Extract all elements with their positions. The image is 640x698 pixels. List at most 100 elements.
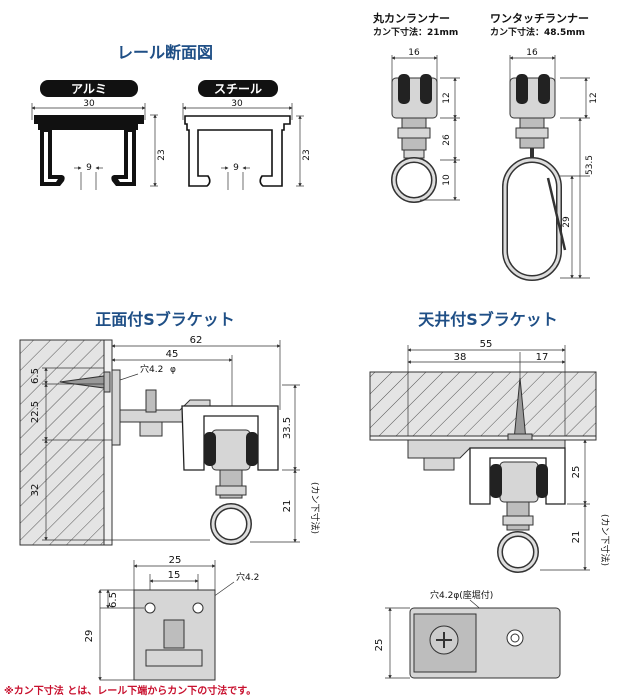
ceiling-plate-h25: 25: [374, 639, 385, 652]
front-bracket-plate: [111, 369, 121, 446]
front-runner-right-wheel: [246, 432, 258, 466]
front-d6-5: 6.5: [30, 368, 41, 384]
round-left-wheel: [398, 74, 410, 104]
front-hole-label: 穴4.2: [140, 363, 163, 375]
round-swivel: [403, 149, 425, 159]
ceiling-bracket-section: 天井付Sブラケット 55 38 17 25 21: [369, 310, 611, 679]
front-plate-d6-5: 6.5: [108, 592, 119, 608]
ceiling-plate-screw-cross: [436, 632, 452, 648]
front-rail: [181, 405, 279, 471]
ceiling-bracket-title: 天井付Sブラケット: [418, 310, 558, 329]
round-ring-inner: [392, 158, 436, 202]
ceiling-plate-hole-inner: [510, 633, 520, 643]
front-wall: [19, 339, 105, 546]
onetouch-d12: 12: [589, 92, 599, 103]
front-plate-detail: 25 15 穴4.2 6.5 29: [84, 555, 259, 681]
onetouch-width-dim: 16: [526, 48, 538, 58]
onetouch-d29: 29: [562, 216, 572, 228]
front-wall-face: [103, 339, 113, 546]
ceiling-plate-detail: 穴4.2φ(座堀付) 25: [374, 589, 561, 679]
steel-width-dim: 30: [231, 99, 243, 109]
steel-label-bar: [198, 80, 278, 97]
front-bracket-section: 正面付Sブラケット 62 45 穴4.2 φ: [19, 310, 321, 681]
ceiling-d38: 38: [454, 352, 467, 363]
onetouch-hook-inner: [503, 158, 561, 280]
onetouch-d53-5: 53.5: [585, 155, 595, 175]
onetouch-right-wheel: [538, 74, 550, 104]
aluminum-height-dim: 23: [157, 149, 167, 160]
round-width-dim: 16: [408, 48, 420, 58]
round-runner-sub: カン下寸法：21mm: [373, 26, 458, 38]
steel-slot-dim: 9: [233, 163, 239, 173]
aluminum-width-dim: 30: [83, 99, 95, 109]
ceiling-d21: 21: [571, 531, 582, 544]
front-runner-left-wheel: [204, 432, 216, 466]
ceiling-runner-nut: [502, 515, 534, 526]
front-d22-5: 22.5: [30, 401, 41, 423]
front-screw-head: [103, 371, 111, 393]
ceiling-d25: 25: [571, 466, 582, 479]
front-plate-hole-left: [144, 602, 156, 614]
aluminum-rail: アルミ 30 9 23: [31, 80, 167, 190]
front-plate-hole-right: [192, 602, 204, 614]
aluminum-rail-profile: [34, 115, 144, 186]
ceiling-d17: 17: [536, 352, 549, 363]
front-d32: 32: [30, 484, 41, 497]
ceiling-d55: 55: [480, 339, 493, 350]
ceiling-plate-hole: 穴4.2φ(座堀付): [430, 589, 493, 601]
ceiling-kan-label: (カン下寸法): [599, 514, 611, 566]
steel-rail-profile: [184, 115, 291, 187]
front-plate-w25: 25: [169, 555, 182, 566]
ceiling-face: [369, 435, 597, 441]
ceiling-runner-body: [499, 461, 539, 503]
onetouch-runner-sub: カン下寸法：48.5mm: [490, 26, 585, 38]
onetouch-runner: 16 12 53.5 29: [502, 48, 599, 281]
onetouch-runner-title: ワンタッチランナー: [490, 12, 589, 25]
rail-section: レール断面図 アルミ 30 9 23 スチール 3: [31, 43, 312, 190]
front-hole-phi: φ: [170, 365, 176, 375]
front-d45: 45: [166, 349, 179, 360]
steel-height-dim: 23: [302, 149, 312, 160]
ceiling-screw-head: [507, 433, 533, 441]
footnote: ※カン下寸法 とは、レール下端からカン下の寸法です。: [4, 684, 256, 697]
ceiling: [369, 371, 597, 437]
round-runner: 16 12 26 10: [391, 48, 460, 203]
front-plate-bolt: [163, 619, 185, 649]
front-d21: 21: [282, 500, 293, 513]
front-plate-h29: 29: [84, 630, 95, 643]
front-d33-5: 33.5: [282, 417, 293, 439]
onetouch-hook-outer: [502, 157, 562, 281]
aluminum-label-bar: [40, 80, 138, 97]
front-runner-body: [211, 429, 251, 471]
front-runner-ring-inner: [211, 504, 251, 544]
front-plate-w15: 15: [168, 570, 181, 581]
round-d26: 26: [442, 134, 452, 146]
rail-section-title: レール断面図: [117, 43, 213, 62]
aluminum-slot-dim: 9: [86, 163, 92, 173]
front-kan-label: (カン下寸法): [309, 482, 321, 534]
onetouch-nut: [515, 127, 549, 139]
onetouch-left-wheel: [516, 74, 528, 104]
front-bracket-title: 正面付Sブラケット: [95, 310, 235, 329]
round-right-wheel: [420, 74, 432, 104]
front-runner-nut: [215, 485, 247, 496]
front-plate-hole: 穴4.2: [236, 571, 259, 583]
round-d12: 12: [442, 92, 452, 103]
round-d10: 10: [442, 174, 452, 186]
round-nut: [397, 127, 431, 139]
front-plate-nut: [145, 649, 203, 667]
ceiling-runner-right-wheel: [536, 464, 548, 498]
ceiling-runner-ring-inner: [498, 532, 538, 572]
front-d62: 62: [190, 335, 203, 346]
ceiling-runner-left-wheel: [490, 464, 502, 498]
steel-label: スチール: [214, 82, 262, 96]
runners-section: 丸カンランナー カン下寸法：21mm ワンタッチランナー カン下寸法：48.5m…: [372, 11, 599, 281]
front-nut: [139, 421, 163, 437]
onetouch-gate: [546, 177, 567, 251]
round-runner-title: 丸カンランナー: [372, 11, 450, 25]
front-bolt: [145, 389, 157, 413]
steel-rail: スチール 30 9 23: [182, 80, 312, 190]
aluminum-label: アルミ: [71, 82, 107, 96]
ceiling-nut: [423, 457, 455, 471]
